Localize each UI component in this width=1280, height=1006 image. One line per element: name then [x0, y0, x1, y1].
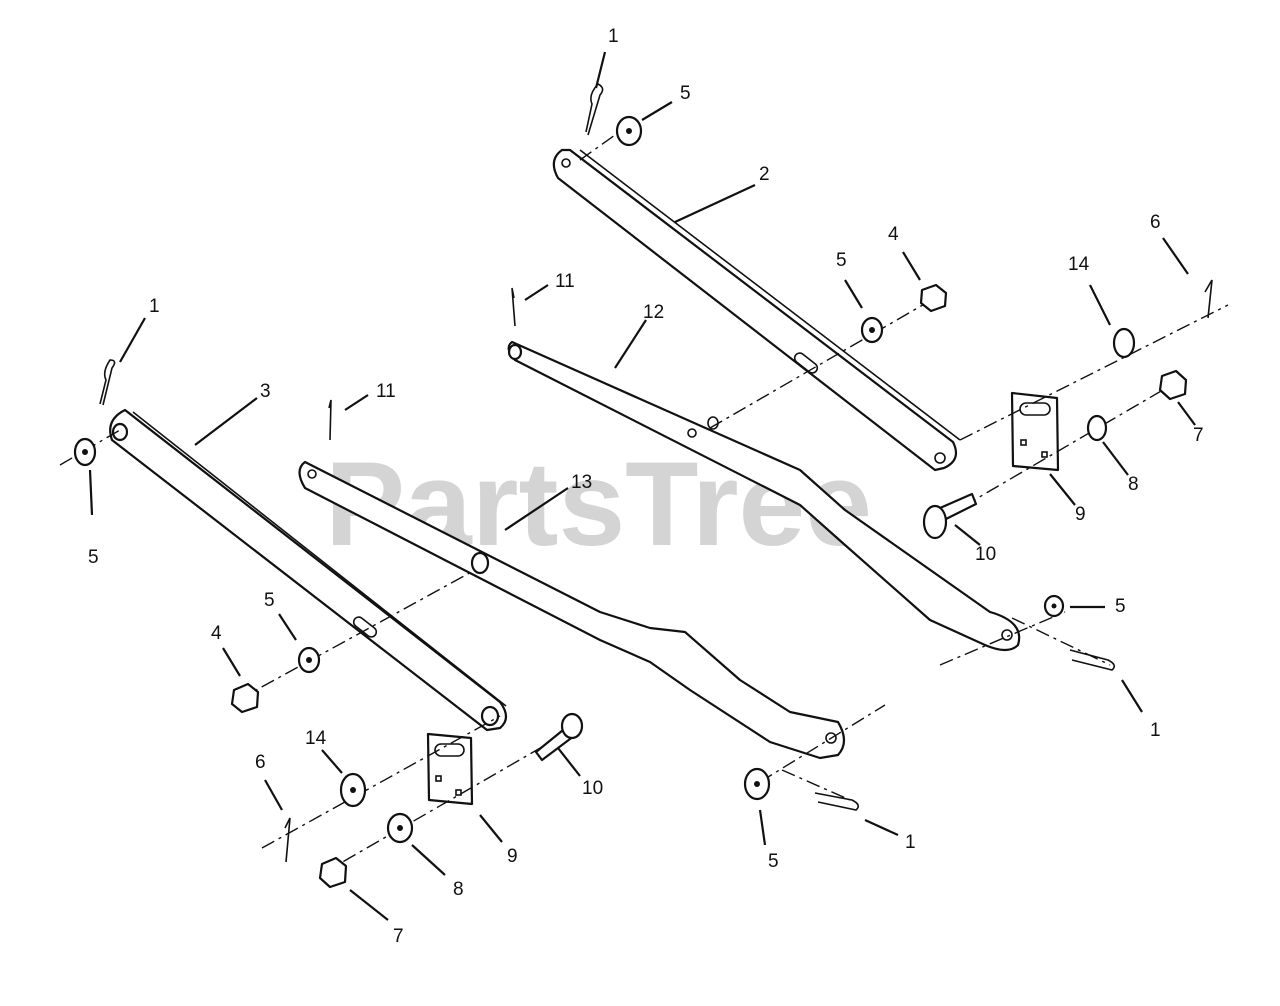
cotter-pin-6b [284, 817, 291, 863]
callout-14: 14 [1068, 254, 1090, 275]
part-3-lift-link [109, 408, 508, 732]
callout-1: 1 [608, 26, 619, 47]
part-13-link [298, 460, 846, 760]
cotter-pin-11a [511, 287, 516, 327]
cotter-pin-6a [1204, 279, 1213, 319]
callout-5: 5 [1115, 596, 1126, 617]
callout-3: 3 [260, 381, 271, 402]
callout-7: 7 [1193, 425, 1204, 446]
washer-8a [1086, 414, 1108, 442]
callout-2: 2 [759, 164, 770, 185]
callout-5: 5 [768, 851, 779, 872]
callout-1: 1 [1150, 720, 1161, 741]
callout-11: 11 [555, 271, 575, 292]
callout-5: 5 [680, 83, 691, 104]
callout-6: 6 [1150, 212, 1161, 233]
nut-7b [318, 856, 348, 889]
watermark: PartsTree [325, 437, 872, 571]
callout-9: 9 [1075, 504, 1086, 525]
callout-6: 6 [255, 752, 266, 773]
callout-11: 11 [376, 381, 396, 402]
callout-5: 5 [836, 250, 847, 271]
callout-5: 5 [264, 590, 275, 611]
callout-9: 9 [507, 846, 518, 867]
part-12-link [507, 340, 1021, 652]
callout-4: 4 [888, 224, 899, 245]
callout-10: 10 [582, 778, 603, 799]
callout-4: 4 [211, 623, 222, 644]
callout-5: 5 [88, 547, 99, 568]
part-2-lift-link [552, 148, 961, 472]
callout-14: 14 [305, 728, 327, 749]
hairpin-clip-top [585, 83, 604, 136]
callout-1: 1 [149, 296, 160, 317]
washer-14a [1112, 327, 1136, 359]
center-lines [59, 129, 1229, 876]
cotter-pin-11b [328, 399, 332, 441]
callout-1: 1 [905, 832, 916, 853]
hardware [73, 83, 1213, 889]
callout-12: 12 [643, 302, 664, 323]
nut-4b [230, 682, 260, 714]
hairpin-clip-right [1069, 649, 1116, 671]
hairpin-clip-left [99, 359, 116, 406]
callout-labels: 1 5 2 4 5 14 6 11 12 7 8 9 10 1 3 11 13 … [88, 26, 1204, 947]
callout-10: 10 [975, 544, 996, 565]
nut-7a [1158, 369, 1188, 401]
nut-4a [919, 283, 948, 313]
hairpin-clip-bottom [814, 792, 860, 811]
callout-8: 8 [1128, 474, 1139, 495]
leader-lines [88, 51, 1196, 921]
part-9-plate-left [426, 732, 474, 806]
callout-7: 7 [393, 926, 404, 947]
callout-13: 13 [571, 472, 592, 493]
part-9-plate-right [1010, 391, 1060, 472]
callout-8: 8 [453, 879, 464, 900]
